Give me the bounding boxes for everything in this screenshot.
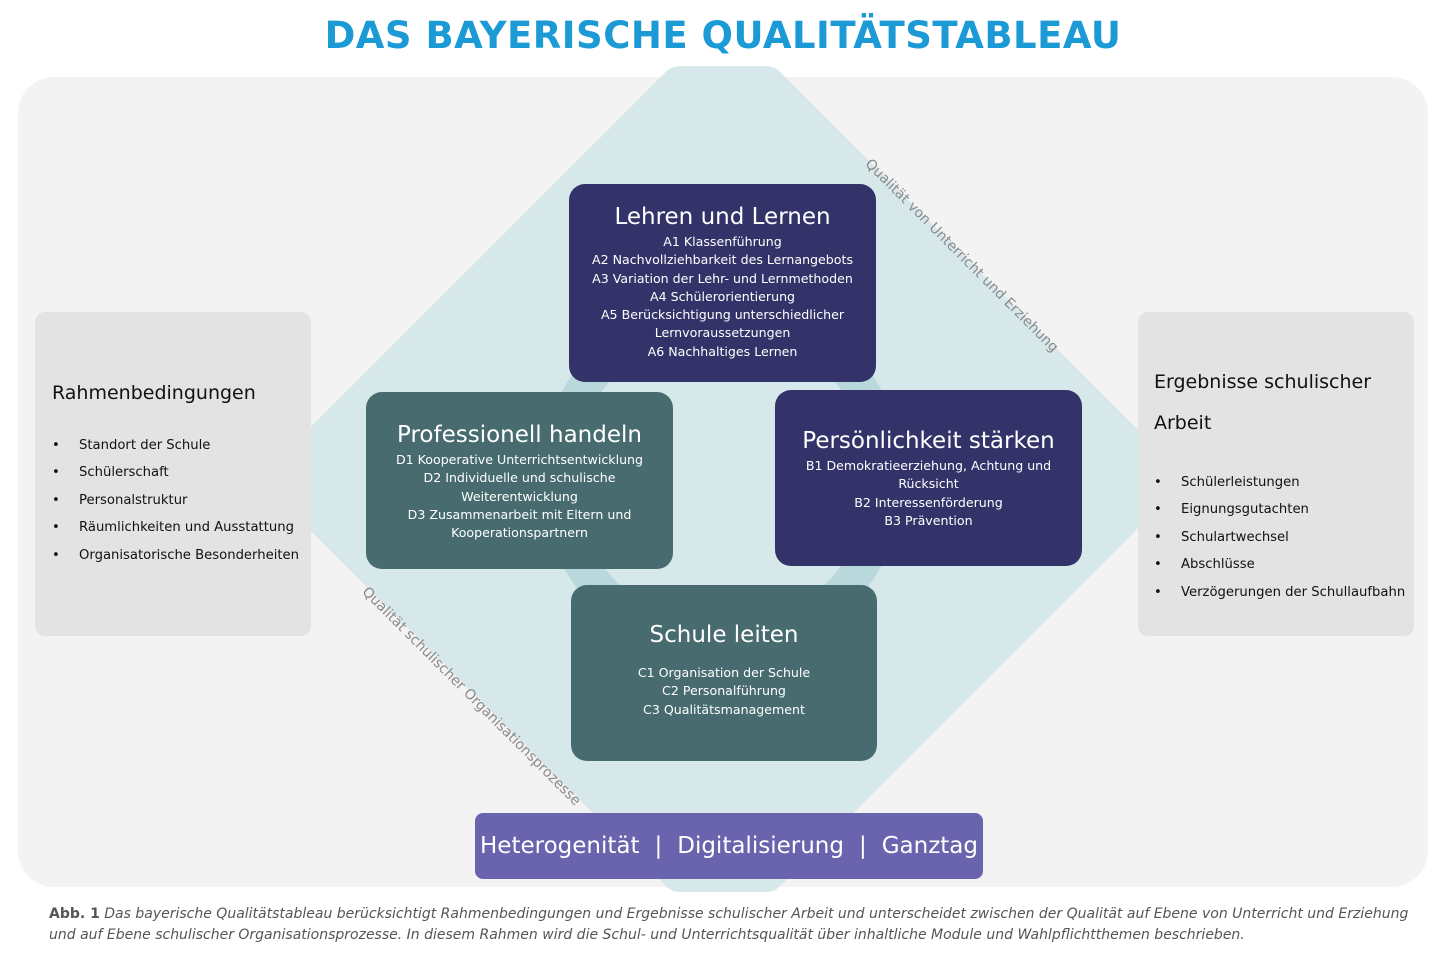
module-title: Lehren und Lernen bbox=[614, 204, 831, 230]
module-item: A1 Klassenführung bbox=[663, 234, 782, 249]
theme-separator: | bbox=[858, 833, 867, 859]
list-item: •Verzögerungen der Schullaufbahn bbox=[1154, 584, 1406, 600]
module-item: A5 Berücksichtigung unterschiedlicher bbox=[600, 307, 845, 323]
list-item: •Eignungsgutachten bbox=[1154, 502, 1309, 518]
module-items: B1 Demokratieerziehung, Achtung und Rück… bbox=[775, 457, 1082, 530]
module-item: D2 Individuelle und schulische bbox=[423, 470, 616, 486]
module-item: A4 Schülerorientierung bbox=[649, 288, 796, 304]
module-persoenlichkeit-staerken: Persönlichkeit stärken B1 Demokratieerzi… bbox=[775, 390, 1082, 566]
ergebnisse-list: •Schülerleistungen •Eignungsgutachten •S… bbox=[1154, 469, 1414, 606]
module-title: Persönlichkeit stärken bbox=[802, 428, 1055, 454]
module-item: B1 Demokratieerziehung, Achtung und bbox=[805, 458, 1052, 473]
list-item: •Schülerschaft bbox=[52, 465, 169, 481]
ergebnisse-title: Ergebnisse schulischer Arbeit bbox=[1154, 371, 1372, 434]
cross-cutting-themes-bar: Heterogenität | Digitalisierung | Ganzta… bbox=[475, 813, 983, 879]
caption-text: Das bayerische Qualitätstableau berücksi… bbox=[49, 906, 1409, 943]
rahmenbedingungen-list: •Standort der Schule •Schülerschaft •Per… bbox=[52, 432, 311, 569]
theme-heterogenitaet: Heterogenität bbox=[480, 833, 640, 859]
module-item: D3 Zusammenarbeit mit Eltern und bbox=[407, 506, 632, 522]
theme-digitalisierung: Digitalisierung bbox=[677, 833, 844, 859]
module-title: Professionell handeln bbox=[397, 422, 642, 448]
module-items: A1 Klassenführung A2 Nachvollziehbarkeit… bbox=[569, 233, 876, 361]
list-item: •Schulartwechsel bbox=[1154, 529, 1289, 545]
module-item: A3 Variation der Lehr- und Lernmethoden bbox=[592, 270, 853, 286]
module-item: A2 Nachvollziehbarkeit des Lernangebots bbox=[591, 252, 854, 268]
module-title: Schule leiten bbox=[649, 622, 799, 648]
module-items: D1 Kooperative Unterrichtsentwicklung D2… bbox=[366, 451, 673, 542]
list-item: •Standort der Schule bbox=[52, 438, 211, 453]
theme-separator: | bbox=[654, 833, 663, 859]
list-item: •Personalstruktur bbox=[52, 492, 188, 508]
list-item: •Organisatorische Besonderheiten bbox=[52, 547, 300, 563]
module-professionell-handeln: Professionell handeln D1 Kooperative Unt… bbox=[366, 392, 673, 569]
page-title: DAS BAYERISCHE QUALITÄTSTABLEAU bbox=[324, 14, 1122, 57]
list-item: •Räumlichkeiten und Ausstattung bbox=[52, 520, 294, 536]
module-lehren-und-lernen: Lehren und Lernen A1 Klassenführung A2 N… bbox=[569, 184, 876, 382]
module-item: B2 Interessenförderung bbox=[854, 494, 1003, 510]
module-item: C3 Qualitätsmanagement bbox=[643, 701, 805, 717]
rahmenbedingungen-title: Rahmenbedingungen bbox=[52, 382, 256, 404]
module-item: Rücksicht bbox=[898, 476, 959, 492]
module-item: A6 Nachhaltiges Lernen bbox=[647, 343, 798, 359]
module-item: C1 Organisation der Schule bbox=[637, 665, 811, 680]
module-item: Lernvoraussetzungen bbox=[654, 325, 791, 341]
module-item: B3 Prävention bbox=[884, 512, 973, 528]
theme-ganztag: Ganztag bbox=[881, 833, 978, 859]
figure-caption: Abb. 1 Das bayerische Qualitätstableau b… bbox=[49, 904, 1429, 946]
module-schule-leiten: Schule leiten C1 Organisation der Schule… bbox=[571, 585, 877, 761]
list-item: •Schülerleistungen bbox=[1154, 475, 1300, 490]
list-item: •Abschlüsse bbox=[1154, 557, 1255, 573]
module-items: C1 Organisation der Schule C2 Personalfü… bbox=[571, 664, 877, 719]
ergebnisse-box: Ergebnisse schulischer Arbeit •Schülerle… bbox=[1138, 312, 1414, 636]
module-item: Weiterentwicklung bbox=[461, 488, 578, 504]
module-item: D1 Kooperative Unterrichtsentwicklung bbox=[395, 452, 644, 467]
caption-label: Abb. 1 bbox=[49, 906, 100, 922]
module-item: C2 Personalführung bbox=[662, 683, 786, 699]
module-item: Kooperationspartnern bbox=[451, 525, 588, 541]
rahmenbedingungen-box: Rahmenbedingungen •Standort der Schule •… bbox=[35, 312, 311, 636]
